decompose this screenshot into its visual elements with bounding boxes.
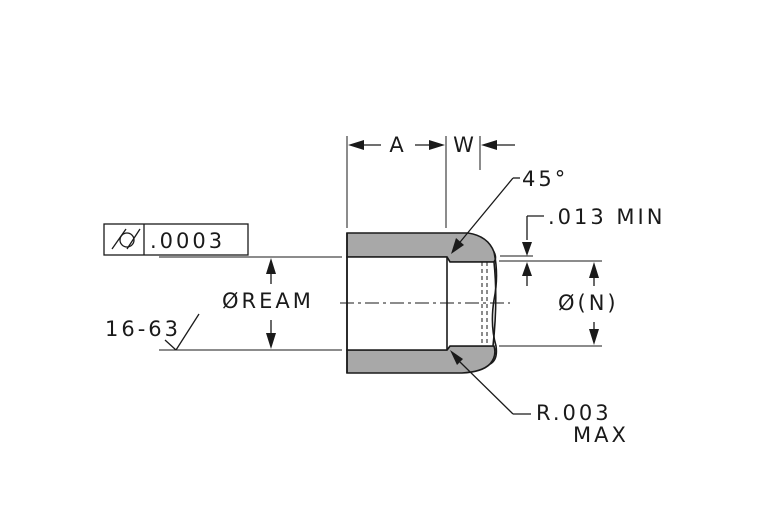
arrow-depth-bottom: [522, 262, 532, 276]
break-line: [489, 251, 498, 365]
bore-diameter-label: Ø(N): [558, 291, 619, 315]
chamfer-angle-label: 45°: [522, 167, 568, 191]
arrow-ream-top: [266, 258, 276, 274]
flatness-symbol-icon: [111, 228, 141, 250]
bore-diameter-dimension: Ø(N): [558, 262, 619, 345]
tolerance-frame: .0003: [103, 223, 249, 256]
dimension-w: W: [453, 133, 515, 157]
arrow-chamfer: [451, 238, 464, 254]
surface-finish-label: 16-63: [105, 317, 181, 341]
dim-w-label: W: [453, 133, 477, 157]
tolerance-value: .0003: [150, 229, 225, 253]
arrow-bore-bottom: [589, 329, 599, 345]
chamfer-depth-callout: .013 MIN: [500, 205, 665, 286]
chamfer-depth-label: .013 MIN: [548, 205, 665, 229]
arrow-w-right: [481, 140, 497, 150]
ream-diameter-label: ØREAM: [222, 289, 314, 313]
arrow-a-right: [429, 140, 445, 150]
radius-callout: R.003 MAX: [450, 350, 629, 447]
radius-qualifier-label: MAX: [573, 423, 629, 447]
arrow-a-left: [348, 140, 364, 150]
dimension-a: A: [348, 133, 445, 157]
ream-diameter-dimension: ØREAM: [222, 258, 314, 349]
tolerance-frame-box: [103, 223, 249, 256]
arrow-depth-top: [522, 242, 532, 256]
arrow-ream-bottom: [266, 333, 276, 349]
extension-lines: [159, 136, 602, 351]
chamfer-angle-callout: 45°: [451, 167, 568, 254]
dim-a-label: A: [389, 133, 406, 157]
arrow-radius: [450, 350, 463, 365]
radius-value-label: R.003: [536, 401, 612, 425]
surface-finish-symbol: 16-63: [105, 313, 200, 351]
arrow-bore-top: [589, 262, 599, 278]
